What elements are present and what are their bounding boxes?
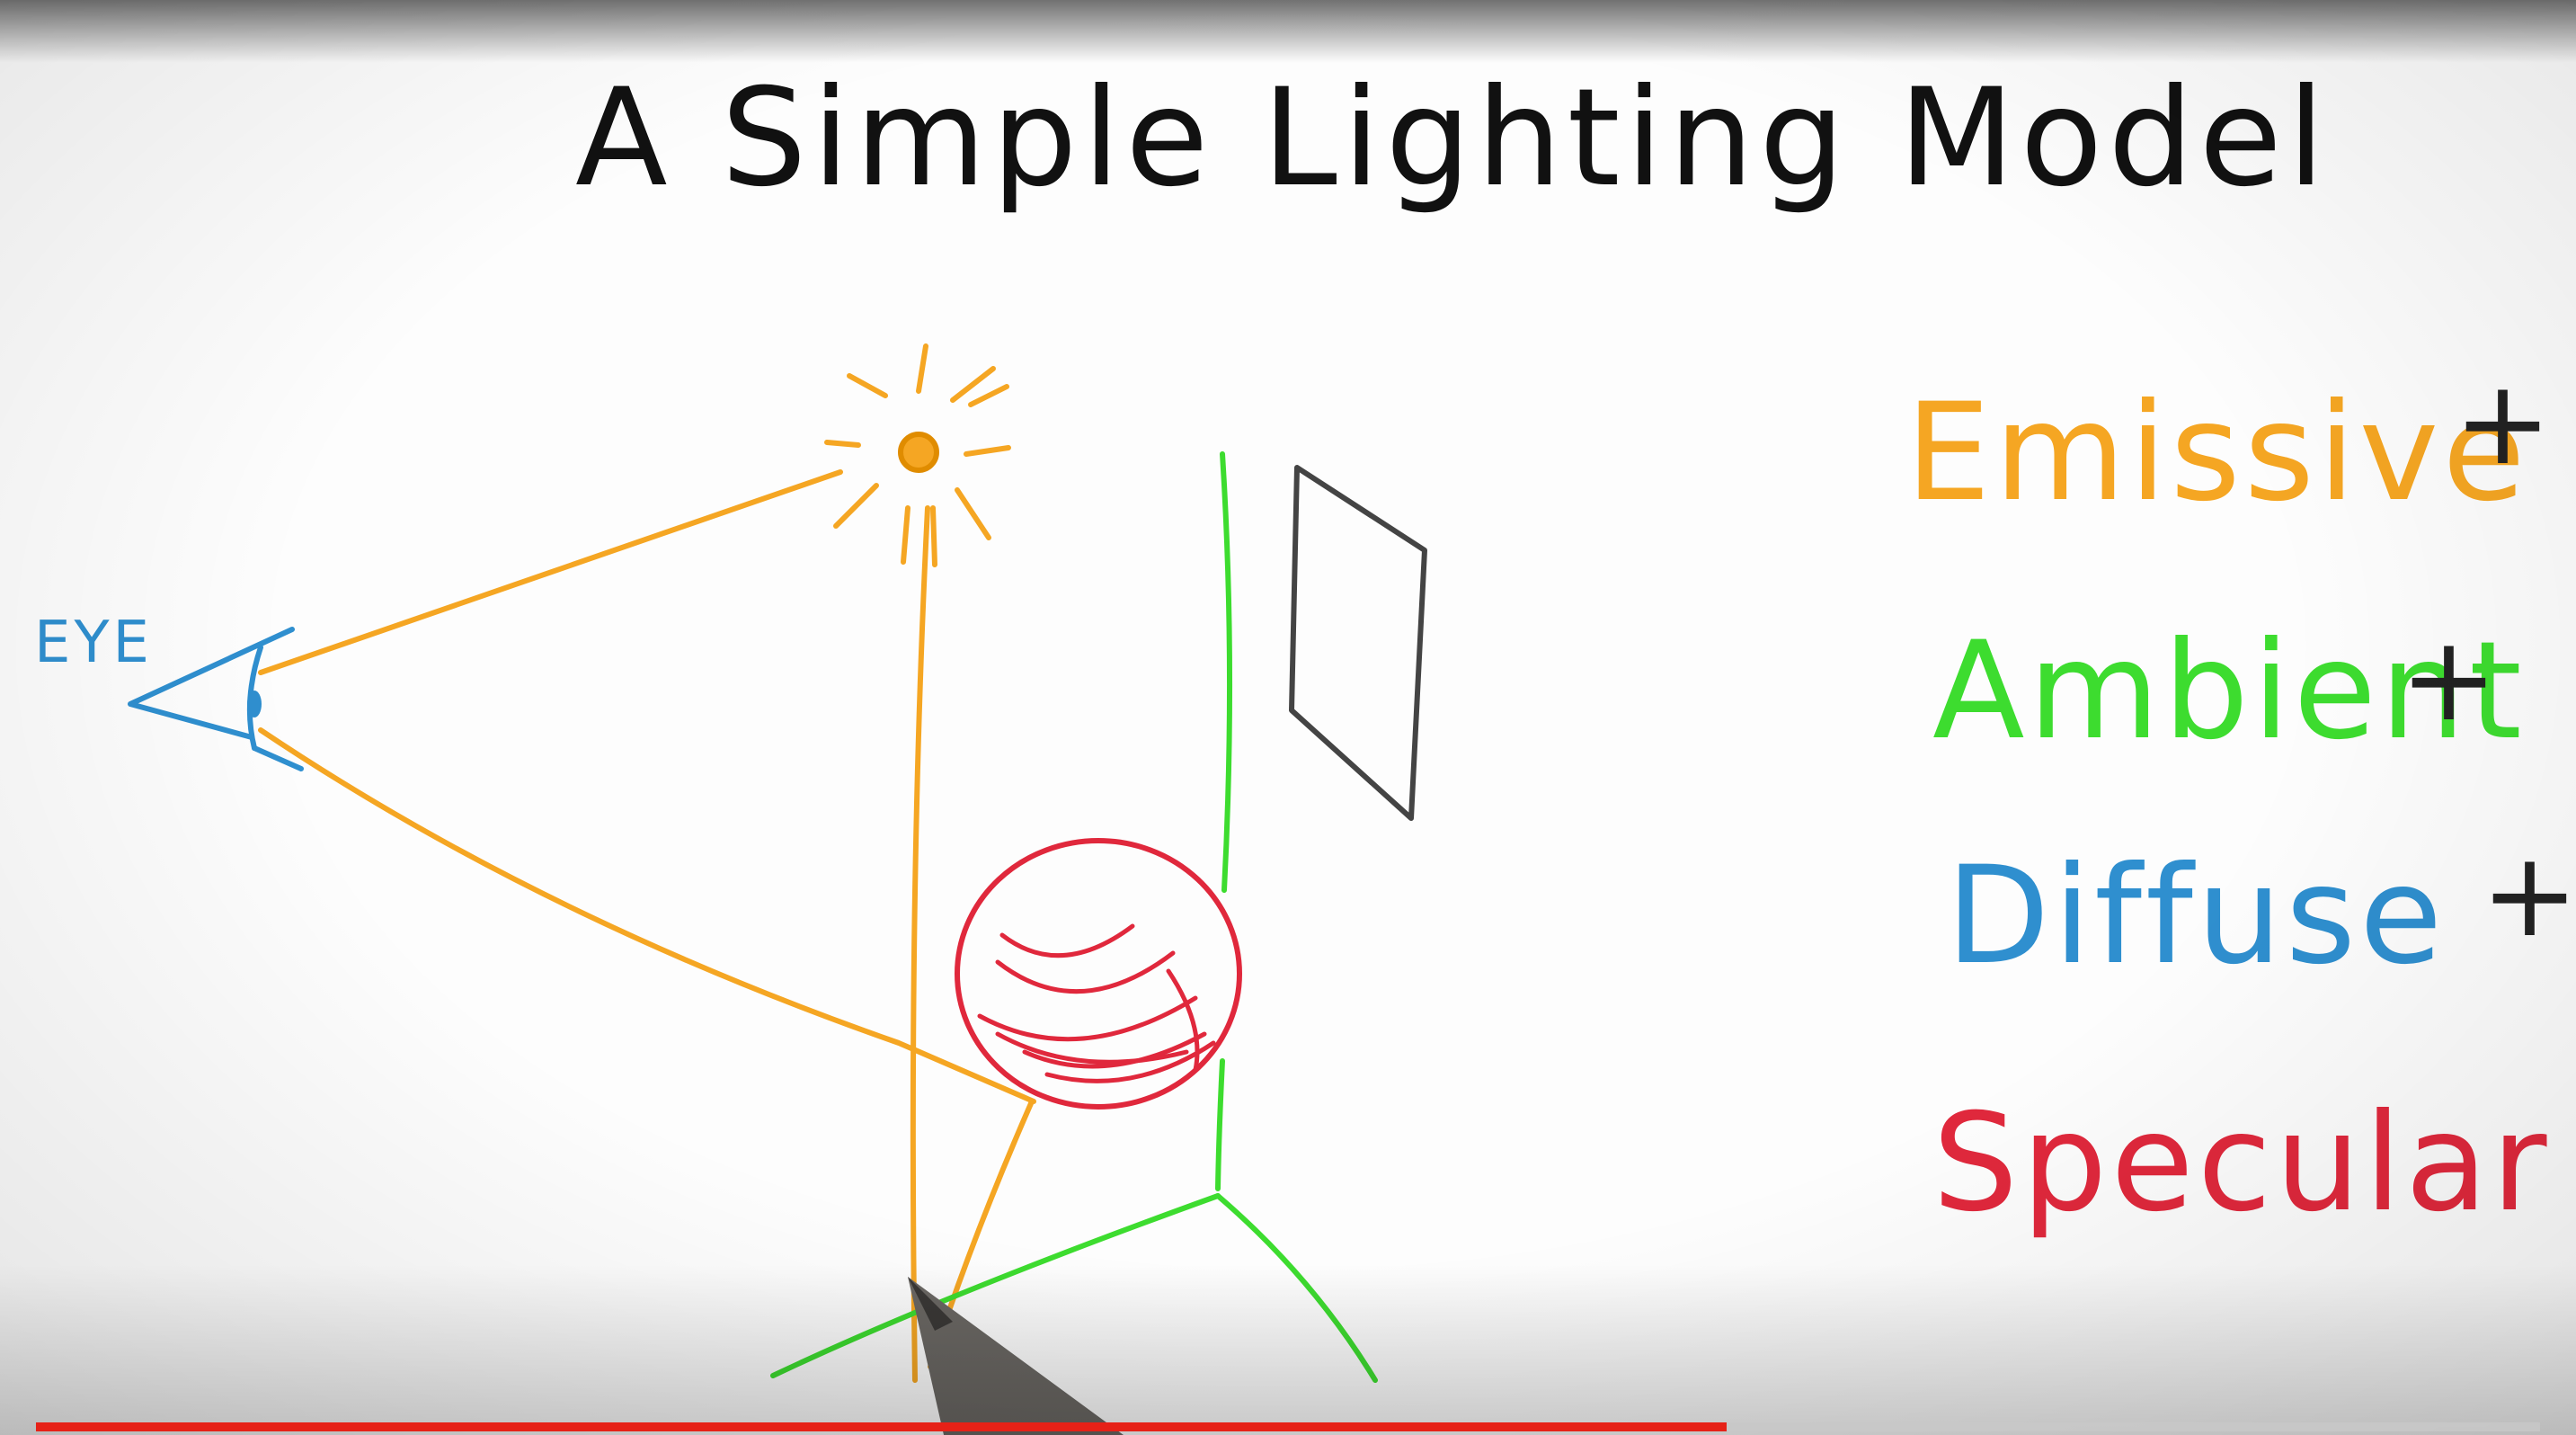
reflector-panel: [1289, 465, 1427, 821]
video-top-overlay: [0, 0, 2576, 63]
floor-line: [770, 1193, 1221, 1378]
marker-pen-icon: [908, 1277, 1124, 1435]
plus-diffuse: +: [2481, 826, 2576, 963]
term-ambient: Ambient: [1932, 613, 2526, 770]
lighting-terms: Emissive + Ambient + Diffuse + Specular: [1905, 354, 2576, 1242]
plus-emissive: +: [2454, 354, 2552, 491]
ray-light-to-ground: [910, 505, 930, 1383]
wall-line-upper: [1220, 451, 1233, 893]
light-rays: [258, 469, 1036, 1383]
ray-eye-to-sphere: [258, 727, 1036, 1104]
wall-line-lower: [1215, 1058, 1225, 1191]
term-diffuse: Diffuse: [1946, 838, 2446, 994]
video-bottom-overlay: [0, 1264, 2576, 1435]
term-emissive: Emissive: [1905, 375, 2529, 531]
plus-ambient: +: [2400, 611, 2498, 747]
eye-label: EYE: [34, 610, 153, 676]
sun-light-icon: [824, 343, 1011, 567]
ray-light-to-eye: [258, 469, 843, 675]
floor-line-right: [1215, 1193, 1378, 1383]
video-progress-fill: [36, 1422, 1727, 1431]
eye-icon: [128, 627, 304, 771]
ground-lines: [770, 451, 1378, 1383]
sphere-object: [955, 838, 1242, 1110]
diagram-title: A Simple Lighting Model: [575, 60, 2331, 217]
video-progress-bar[interactable]: [36, 1422, 2540, 1431]
term-specular: Specular: [1932, 1085, 2551, 1242]
